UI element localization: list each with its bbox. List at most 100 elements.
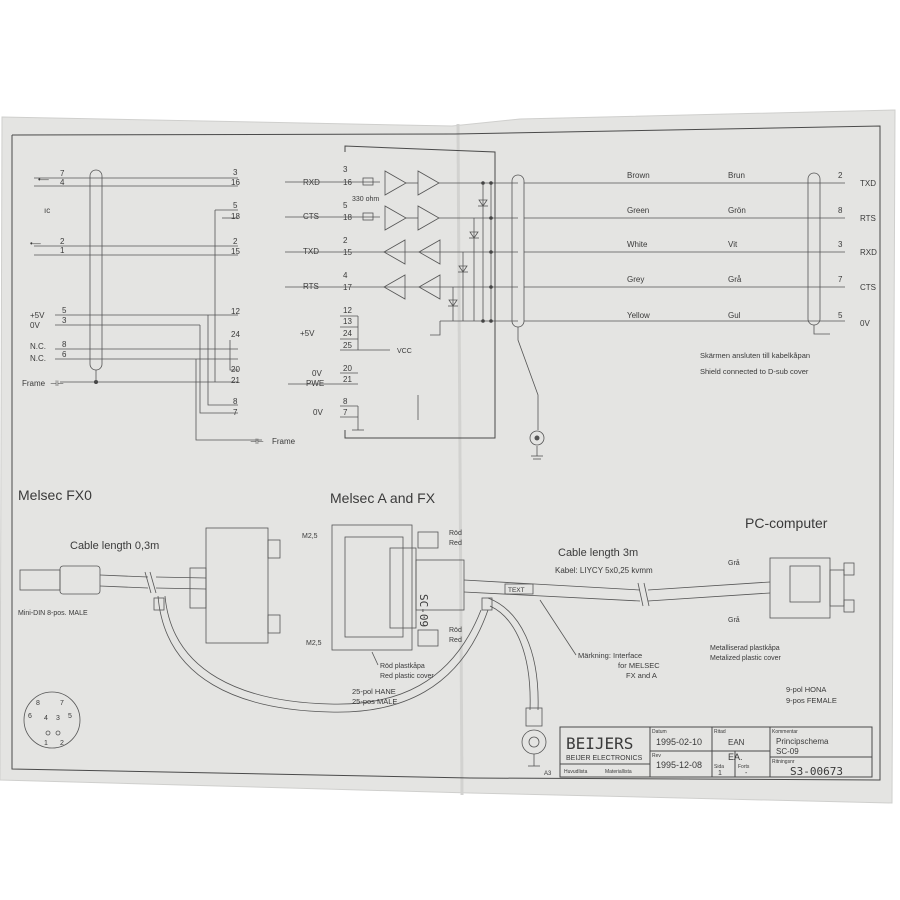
svg-text:8: 8	[62, 340, 67, 349]
svg-text:1: 1	[718, 770, 722, 777]
svg-text:9-pol HONA: 9-pol HONA	[786, 685, 826, 694]
svg-text:•—: •—	[38, 175, 49, 184]
svg-text:TXD: TXD	[303, 247, 319, 256]
drawing-border	[11, 125, 881, 781]
brand-logo: BEIJERS	[566, 734, 633, 753]
svg-text:2: 2	[233, 237, 238, 246]
svg-text:RXD: RXD	[303, 178, 320, 187]
svg-text:Metalliserad plastkåpa: Metalliserad plastkåpa	[710, 644, 780, 652]
resistor-label: 330 ohm	[352, 196, 379, 203]
svg-text:8: 8	[36, 700, 40, 707]
svg-text:A3: A3	[544, 771, 552, 777]
svg-text:3: 3	[56, 715, 60, 722]
svg-text:Grå: Grå	[728, 616, 740, 624]
svg-text:3: 3	[343, 165, 348, 174]
svg-text:Röd: Röd	[449, 530, 462, 537]
svg-text:•—: •—	[30, 239, 41, 248]
svg-text:+5V: +5V	[30, 311, 45, 320]
svg-text:Forts: Forts	[738, 764, 750, 770]
svg-text:Kabel: LIYCY 5x0,25 kvmm: Kabel: LIYCY 5x0,25 kvmm	[555, 566, 653, 575]
svg-text:ıc: ıc	[44, 206, 50, 215]
svg-text:15: 15	[231, 247, 240, 256]
svg-text:5: 5	[68, 713, 72, 720]
svg-text:3: 3	[838, 240, 843, 249]
svg-text:3: 3	[62, 316, 67, 325]
svg-text:TEXT: TEXT	[508, 587, 525, 594]
svg-text:7: 7	[838, 275, 843, 284]
svg-text:BEIJER ELECTRONICS: BEIJER ELECTRONICS	[566, 755, 643, 762]
svg-text:Röd: Röd	[449, 627, 462, 634]
svg-text:4: 4	[60, 178, 65, 187]
svg-text:16: 16	[343, 178, 352, 187]
svg-text:RXD: RXD	[860, 248, 877, 257]
mechanical-drawing: Melsec FX0 Melsec A and FX PC-computer C…	[18, 487, 855, 777]
svg-text:3: 3	[233, 168, 238, 177]
svg-text:7: 7	[60, 700, 64, 707]
svg-text:0V: 0V	[30, 321, 40, 330]
svg-text:17: 17	[343, 283, 352, 292]
svg-text:25: 25	[343, 341, 352, 350]
svg-text:Röd plastkåpa: Röd plastkåpa	[380, 662, 425, 670]
svg-text:Cable length 3m: Cable length 3m	[558, 547, 638, 559]
svg-text:8: 8	[343, 397, 348, 406]
svg-text:Brun: Brun	[728, 171, 745, 180]
svg-text:Vit: Vit	[728, 240, 738, 249]
frame-label-bottom: Frame	[272, 437, 296, 446]
melsec-afx-title: Melsec A and FX	[330, 490, 436, 506]
svg-text:12: 12	[231, 307, 240, 316]
svg-text:4: 4	[44, 715, 48, 722]
svg-text:PWE: PWE	[306, 379, 324, 388]
svg-text:7: 7	[60, 169, 65, 178]
svg-text:20: 20	[343, 364, 352, 373]
svg-text:21: 21	[343, 375, 352, 384]
svg-text:CTS: CTS	[860, 283, 876, 292]
svg-text:Grå: Grå	[728, 275, 742, 284]
sc09-label: SC-09	[417, 594, 430, 627]
svg-text:Grön: Grön	[728, 206, 746, 215]
svg-text:RTS: RTS	[860, 214, 876, 223]
mini-din-pinout	[23, 691, 81, 749]
svg-text:0V: 0V	[860, 319, 870, 328]
title-block: BEIJERS BEIJER ELECTRONICS Huvudlista Ma…	[559, 726, 873, 778]
paper-fold	[456, 123, 464, 796]
svg-text:Mini-DIN 8-pos. MALE: Mini-DIN 8-pos. MALE	[18, 610, 88, 617]
svg-text:EA.: EA.	[728, 752, 743, 762]
svg-text:VCC: VCC	[397, 348, 412, 355]
svg-text:1: 1	[44, 740, 48, 747]
melsec-fx0-title: Melsec FX0	[18, 487, 92, 503]
svg-text:2: 2	[838, 171, 843, 180]
svg-text:2: 2	[60, 740, 64, 747]
svg-text:20: 20	[231, 365, 240, 374]
svg-text:+5V: +5V	[300, 329, 315, 338]
svg-text:Brown: Brown	[627, 171, 650, 180]
svg-text:8: 8	[838, 206, 843, 215]
svg-text:6: 6	[62, 350, 67, 359]
svg-text:Yellow: Yellow	[627, 311, 650, 320]
svg-text:0V: 0V	[313, 408, 323, 417]
svg-text:6: 6	[28, 713, 32, 720]
svg-text:13: 13	[343, 317, 352, 326]
svg-text:⊣⊢: ⊣⊢	[250, 437, 264, 446]
svg-text:SC-09: SC-09	[776, 747, 799, 756]
svg-text:Sida: Sida	[714, 764, 724, 770]
svg-text:16: 16	[231, 178, 240, 187]
svg-text:for MELSEC: for MELSEC	[618, 661, 660, 670]
frame-label: Frame	[22, 379, 46, 388]
svg-text:RTS: RTS	[303, 282, 319, 291]
svg-text:24: 24	[231, 330, 240, 339]
svg-text:Red: Red	[449, 637, 462, 644]
svg-text:5: 5	[62, 306, 67, 315]
svg-text:Cable length 0,3m: Cable length 0,3m	[70, 540, 159, 552]
svg-text:24: 24	[343, 329, 352, 338]
svg-text:9-pos FEMALE: 9-pos FEMALE	[786, 696, 837, 705]
svg-text:Kommentar: Kommentar	[772, 729, 798, 735]
shield-note-en: Shield connected to D-sub cover	[700, 367, 809, 376]
svg-text:25-pos MALE: 25-pos MALE	[352, 697, 397, 706]
svg-text:5: 5	[343, 201, 348, 210]
svg-text:Huvudlista: Huvudlista	[564, 769, 588, 775]
svg-text:7: 7	[233, 408, 238, 417]
svg-text:Rev: Rev	[652, 753, 661, 759]
svg-text:1995-02-10: 1995-02-10	[656, 737, 702, 747]
cable-section: Brown Brun Green Grön White Vit Grey Grå…	[511, 171, 877, 460]
